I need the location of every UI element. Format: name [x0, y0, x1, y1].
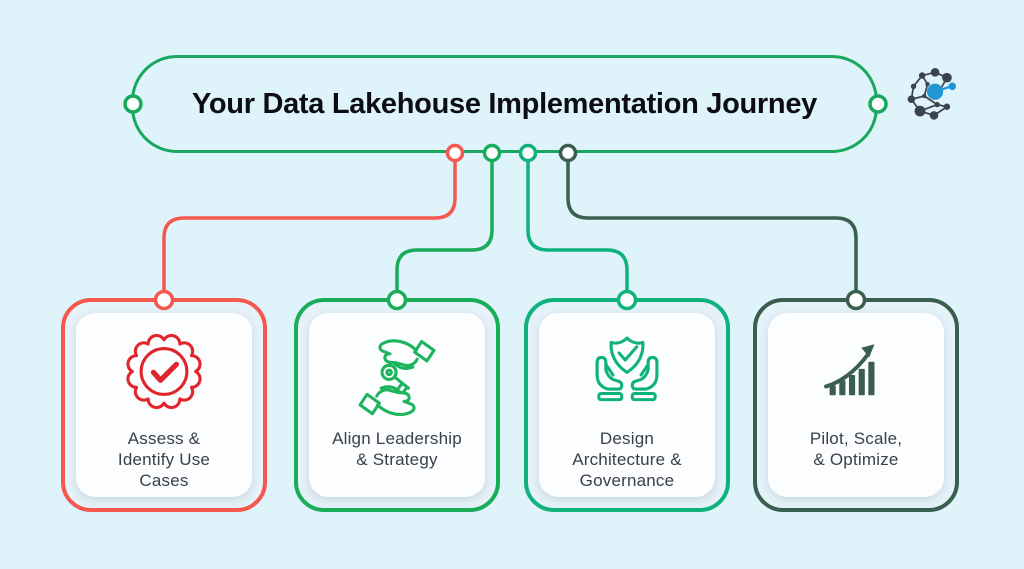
card-body: Align Leadership & Strategy [309, 313, 485, 497]
label-line: & Strategy [356, 450, 438, 469]
connector-step1 [162, 151, 457, 302]
shield-hands-icon [595, 336, 659, 402]
title-box: Your Data Lakehouse Implementation Journ… [131, 55, 878, 153]
card-design-architecture-governance: Design Architecture & Governance [524, 298, 730, 512]
label-line: Governance [579, 471, 675, 490]
card-align-leadership-strategy: Align Leadership & Strategy [294, 298, 500, 512]
card-pilot-scale-optimize: Pilot, Scale, & Optimize [753, 298, 959, 512]
label-line: Cases [139, 471, 189, 490]
card-body: Assess & Identify Use Cases [76, 313, 252, 497]
connector-step4 [566, 151, 858, 302]
label-line: Design [599, 429, 655, 448]
label-line: Identify Use [117, 450, 211, 469]
card-label: Align Leadership & Strategy [332, 428, 462, 470]
network-graph-logo [907, 68, 957, 120]
connector-step2 [395, 151, 494, 302]
label-line: & Optimize [813, 450, 899, 469]
card-body: Design Architecture & Governance [539, 313, 715, 497]
label-line: Architecture & [572, 450, 682, 469]
growth-chart-icon [824, 344, 875, 396]
hands-key-icon [358, 339, 436, 416]
label-line: Assess & [127, 429, 201, 448]
logo-nodes [907, 68, 952, 120]
label-line: Pilot, Scale, [809, 429, 903, 448]
card-label: Pilot, Scale, & Optimize [810, 428, 902, 470]
badge-check-icon [126, 333, 202, 410]
connector-step3 [526, 151, 629, 302]
label-line: Align Leadership [332, 429, 462, 448]
card-assess-identify-use-cases: Assess & Identify Use Cases [61, 298, 267, 512]
card-label: Assess & Identify Use Cases [118, 428, 210, 491]
card-label: Design Architecture & Governance [572, 428, 682, 491]
logo-accent [927, 82, 957, 100]
page-title: Your Data Lakehouse Implementation Journ… [191, 87, 817, 120]
card-body: Pilot, Scale, & Optimize [768, 313, 944, 497]
